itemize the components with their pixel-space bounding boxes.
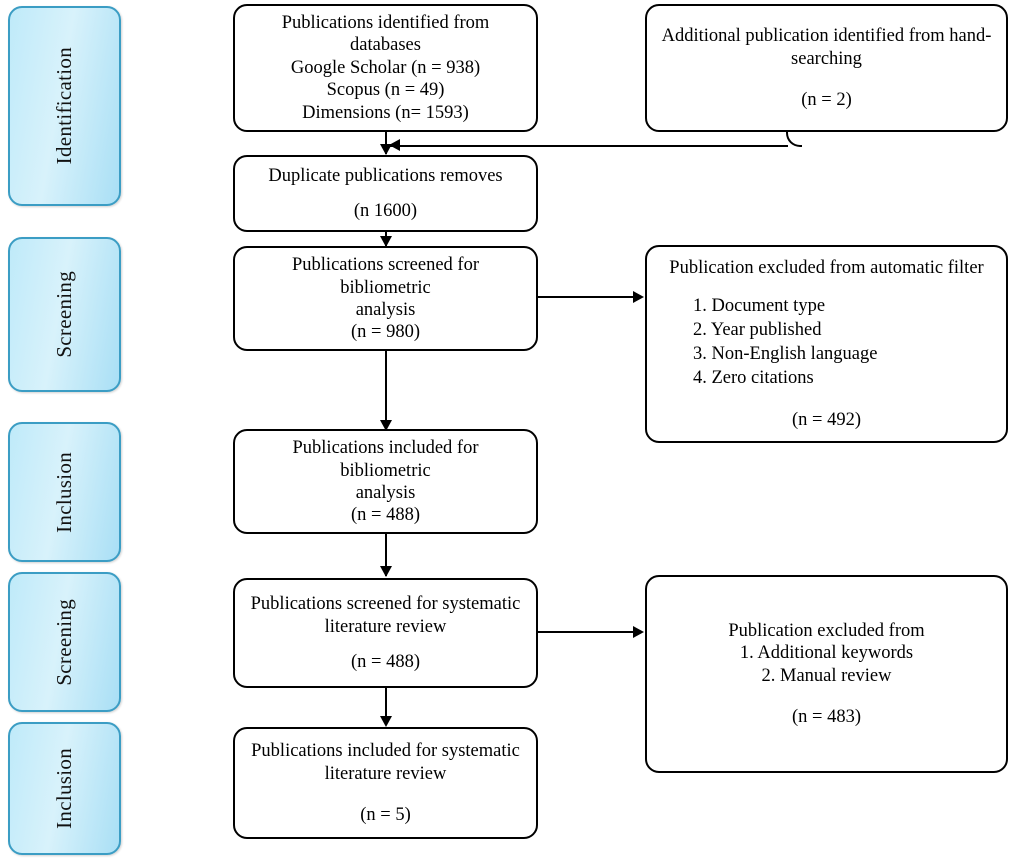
box-excluded-manual: Publication excluded from 1. Additional … xyxy=(645,575,1008,773)
box-included-bibliometric-count: (n = 488) xyxy=(350,505,420,525)
excluded-auto-reason-4: 4. Zero citations xyxy=(693,367,814,388)
box-included-slr-title-line1: Publications included for systematic xyxy=(251,740,520,761)
stage-label-identification: Identification xyxy=(52,47,76,165)
arrowhead-duplicates-to-screened xyxy=(379,236,392,247)
box-included-bibliometric-title-line1: Publications included for bibliometric xyxy=(292,438,479,481)
connector-screened-to-excluded-auto xyxy=(537,296,637,299)
source-scopus: Scopus (n = 49) xyxy=(326,80,445,101)
excluded-manual-reason-2: 2. Manual review xyxy=(761,665,892,686)
excluded-auto-reason-1: 1. Document type xyxy=(693,295,826,316)
connector-screened-slr-to-excluded-manual xyxy=(537,631,637,634)
box-included-slr-count: (n = 5) xyxy=(360,805,411,826)
box-included-slr: Publications included for systematic lit… xyxy=(233,727,538,839)
box-duplicates-removed: Duplicate publications removes (n 1600) xyxy=(233,155,538,232)
box-excluded-manual-count: (n = 483) xyxy=(791,707,861,728)
arrowhead-screened-to-included-biblio xyxy=(379,420,392,431)
box-excluded-auto-title: Publication excluded from automatic filt… xyxy=(669,258,984,279)
box-duplicates-title: Duplicate publications removes xyxy=(268,165,503,186)
stage-label-screening-1: Screening xyxy=(52,271,76,358)
box-included-bibliometric-title-line2: analysis xyxy=(355,483,416,504)
connector-handsearch-horizontal xyxy=(388,145,788,148)
connector-handsearch-elbow xyxy=(786,131,802,147)
box-excluded-manual-title: Publication excluded from xyxy=(728,620,925,641)
stage-bar-inclusion-1: Inclusion xyxy=(8,422,121,562)
arrowhead-identified-to-duplicates xyxy=(379,144,392,155)
connector-included-biblio-to-screened-slr xyxy=(385,534,388,576)
connector-identified-to-duplicates xyxy=(385,130,388,154)
box-screened-slr-title-line1: Publications screened for systematic xyxy=(250,593,521,614)
box-screened-slr-count: (n = 488) xyxy=(350,652,420,673)
arrowhead-handsearch-merge xyxy=(389,139,400,151)
box-hand-searching-title-line2: searching xyxy=(791,48,862,69)
excluded-manual-reason-1: 1. Additional keywords xyxy=(739,643,914,664)
connector-screened-to-included-biblio xyxy=(385,351,388,423)
source-google-scholar: Google Scholar (n = 938) xyxy=(290,57,481,78)
arrowhead-screened-to-excluded-auto xyxy=(633,290,644,303)
stage-bar-identification: Identification xyxy=(8,6,121,206)
box-screened-slr: Publications screened for systematic lit… xyxy=(233,578,538,688)
box-excluded-auto-count: (n = 492) xyxy=(791,409,861,430)
box-screened-bibliometric-title-line1: Publications screened for bibliometric xyxy=(292,255,479,298)
box-identified-title: Publications identified from databases xyxy=(281,12,490,56)
stage-label-inclusion-2: Inclusion xyxy=(52,748,76,829)
source-dimensions: Dimensions (n= 1593) xyxy=(302,102,469,123)
stage-bar-screening-1: Screening xyxy=(8,237,121,392)
arrowhead-screened-slr-to-included-slr xyxy=(379,716,392,727)
box-hand-searching: Additional publication identified from h… xyxy=(645,4,1008,132)
box-screened-bibliometric: Publications screened for bibliometric a… xyxy=(233,246,538,351)
box-hand-searching-title-line1: Additional publication identified from h… xyxy=(661,25,992,46)
stage-bar-screening-2: Screening xyxy=(8,572,121,712)
box-included-bibliometric: Publications included for bibliometric a… xyxy=(233,429,538,534)
box-duplicates-count: (n 1600) xyxy=(353,201,418,222)
box-identified-from-databases: Publications identified from databases G… xyxy=(233,4,538,132)
stage-label-screening-2: Screening xyxy=(52,598,76,686)
box-hand-searching-count: (n = 2) xyxy=(801,90,852,111)
box-screened-slr-title-line2: literature review xyxy=(324,616,447,637)
box-included-slr-title-line2: literature review xyxy=(324,763,447,784)
box-screened-bibliometric-title-line2: analysis xyxy=(355,300,416,321)
box-excluded-automatic-filter: Publication excluded from automatic filt… xyxy=(645,245,1008,443)
arrowhead-screened-slr-to-excluded-manual xyxy=(633,625,644,638)
excluded-auto-reason-2: 2. Year published xyxy=(693,319,822,340)
box-screened-bibliometric-count: (n = 980) xyxy=(350,322,420,342)
connector-screened-slr-to-included-slr xyxy=(385,687,388,725)
arrowhead-included-biblio-to-screened-slr xyxy=(379,566,392,577)
stage-bar-inclusion-2: Inclusion xyxy=(8,722,121,855)
stage-label-inclusion-1: Inclusion xyxy=(52,451,76,533)
excluded-auto-reason-3: 3. Non-English language xyxy=(693,343,878,364)
